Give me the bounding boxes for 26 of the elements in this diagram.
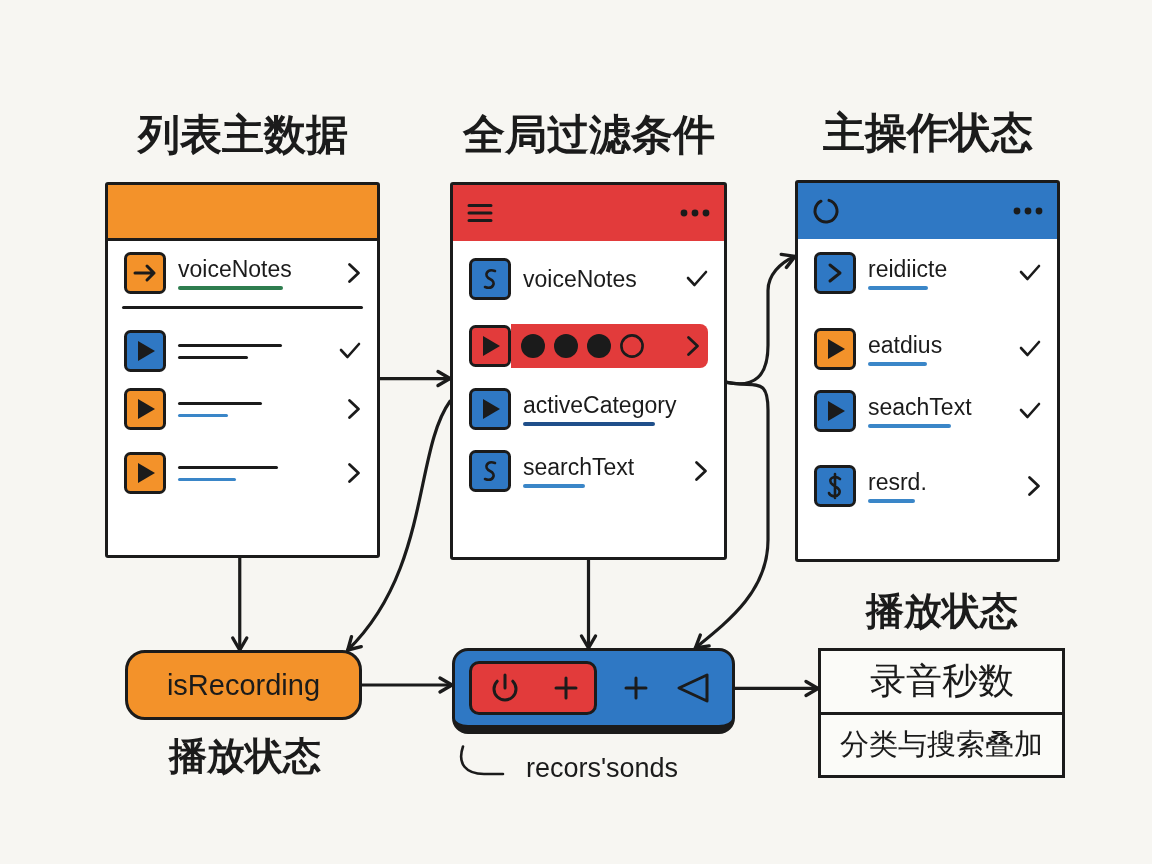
arrow <box>346 399 452 652</box>
variable-name: searchText <box>523 454 635 481</box>
table-cell-text: 录音秒数 <box>868 658 1015 703</box>
arrow <box>231 556 249 652</box>
variable-name: activeCategory <box>523 392 677 419</box>
caption-text: recors'sonds <box>525 752 679 785</box>
variable-name: reidiicte <box>868 256 948 283</box>
arrow <box>693 380 770 650</box>
state-pill <box>125 650 362 720</box>
caption-text: 播放状态 <box>169 734 321 780</box>
variable-name: eatdius <box>868 332 943 359</box>
panel-heading: 列表主数据 <box>137 110 348 161</box>
table-heading: 播放状态 <box>865 589 1018 635</box>
arrow <box>378 369 452 388</box>
table-cell: 分类与搜索叠加 <box>821 711 1062 775</box>
panel-heading: 主操作状态 <box>822 108 1033 159</box>
variable-name: seachText <box>868 394 972 421</box>
arrow <box>360 676 454 694</box>
arrow <box>733 679 820 698</box>
arrow <box>579 558 598 650</box>
variable-name: resrd. <box>868 469 927 496</box>
control-bar <box>452 648 735 734</box>
variable-name: voiceNotes <box>523 265 637 293</box>
panel-heading: 全局过滤条件 <box>462 110 715 161</box>
variable-name: voiceNotes <box>178 256 292 283</box>
variable-name: isRecording <box>166 668 321 702</box>
